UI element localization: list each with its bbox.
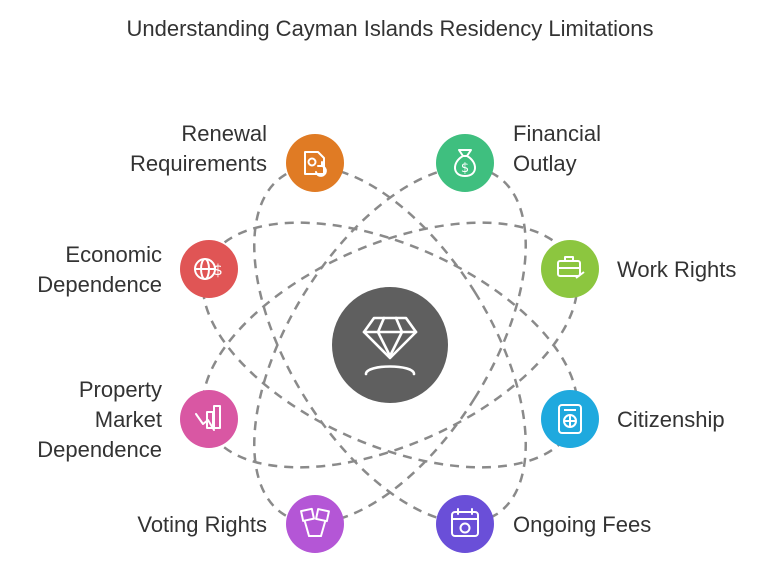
label-line: Requirements xyxy=(130,151,267,176)
label-line: Financial xyxy=(513,121,602,146)
globe-dollar-icon: $ xyxy=(194,258,223,280)
label-line: Outlay xyxy=(513,151,577,176)
svg-text:$: $ xyxy=(213,261,223,279)
chart-down-icon xyxy=(195,405,221,431)
label-line: Work Rights xyxy=(617,257,737,282)
orbit-vertical-right xyxy=(253,166,527,524)
label-line: Ongoing Fees xyxy=(513,512,652,537)
node-fees[interactable] xyxy=(436,495,494,553)
label-line: Dependence xyxy=(37,437,162,462)
label-citizen: Citizenship xyxy=(617,405,725,435)
money-bag-icon: $ xyxy=(454,149,476,177)
label-line: Renewal xyxy=(181,121,267,146)
label-fees: Ongoing Fees xyxy=(513,510,651,540)
financial-node-circle xyxy=(436,134,494,192)
calendar-icon xyxy=(451,508,479,537)
passport-icon xyxy=(558,404,582,434)
center-hub xyxy=(332,287,448,403)
ballot-hands-icon xyxy=(300,507,330,537)
node-economic[interactable]: $ xyxy=(180,240,238,298)
label-line: Citizenship xyxy=(617,407,725,432)
svg-text:$: $ xyxy=(461,161,469,176)
center-circle xyxy=(332,287,448,403)
node-property[interactable] xyxy=(180,390,238,448)
label-line: Dependence xyxy=(37,272,162,297)
property-node-circle xyxy=(180,390,238,448)
label-line: Property xyxy=(78,377,162,402)
label-line: Voting Rights xyxy=(137,512,267,537)
label-line: Market xyxy=(94,407,162,432)
node-citizen[interactable] xyxy=(541,390,599,448)
label-voting: Voting Rights xyxy=(137,510,267,540)
diamond-person-icon xyxy=(362,316,418,376)
node-voting[interactable] xyxy=(286,495,344,553)
node-renewal[interactable] xyxy=(286,134,344,192)
document-refresh-icon xyxy=(304,151,327,177)
voting-node-circle xyxy=(286,495,344,553)
briefcase-icon xyxy=(557,256,585,279)
node-financial[interactable]: $ xyxy=(436,134,494,192)
page-title: Understanding Cayman Islands Residency L… xyxy=(126,16,654,41)
label-work: Work Rights xyxy=(617,255,736,285)
node-work[interactable] xyxy=(541,240,599,298)
orbit-vertical-left xyxy=(253,166,527,524)
label-line: Economic xyxy=(65,242,162,267)
